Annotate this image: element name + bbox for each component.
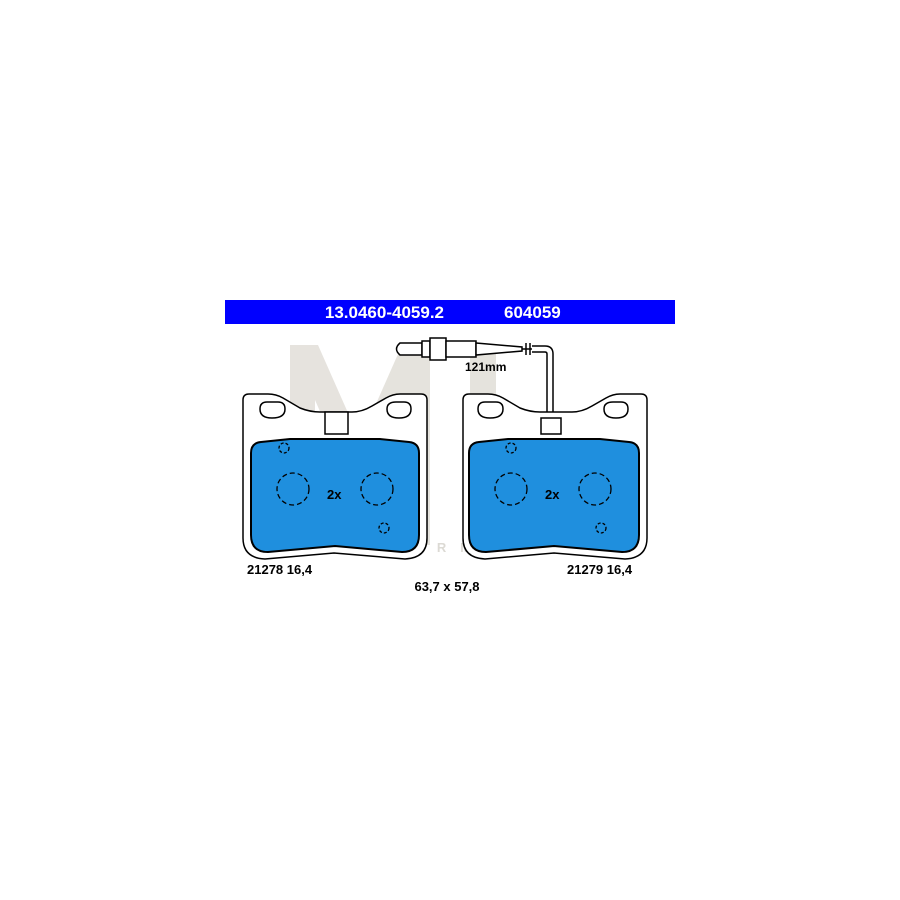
marker-right-bottom [595, 522, 607, 534]
multiplier-left: 2x [327, 487, 342, 502]
multiplier-right: 2x [545, 487, 560, 502]
piston-ring-right-2 [578, 472, 612, 506]
piston-ring-left-2 [360, 472, 394, 506]
mount-hole-right-1 [477, 401, 504, 419]
article-number: 604059 [504, 303, 561, 322]
marker-right-top [505, 442, 517, 454]
mount-hole-left-2 [386, 401, 412, 419]
pad-tab-right [540, 417, 562, 435]
header-bar [225, 300, 675, 324]
friction-lining-right [468, 438, 640, 554]
friction-lining-left [250, 438, 420, 554]
marker-left-top [278, 442, 290, 454]
sensor-length: 121mm [465, 360, 506, 374]
mount-hole-right-2 [603, 401, 629, 419]
pad-label-left: 21278 16,4 [247, 562, 313, 577]
pad-label-right: 21279 16,4 [567, 562, 633, 577]
piston-ring-left-1 [276, 472, 310, 506]
brake-pad-right: 2x [462, 393, 648, 560]
dimensions: 63,7 x 57,8 [414, 579, 479, 594]
piston-ring-right-1 [494, 472, 528, 506]
pad-tab-left [324, 411, 349, 435]
marker-left-bottom [378, 522, 390, 534]
mount-hole-left-1 [259, 401, 286, 419]
brake-pad-left: 2x [242, 393, 428, 560]
wear-sensor [395, 337, 554, 418]
part-number: 13.0460-4059.2 [325, 303, 444, 322]
